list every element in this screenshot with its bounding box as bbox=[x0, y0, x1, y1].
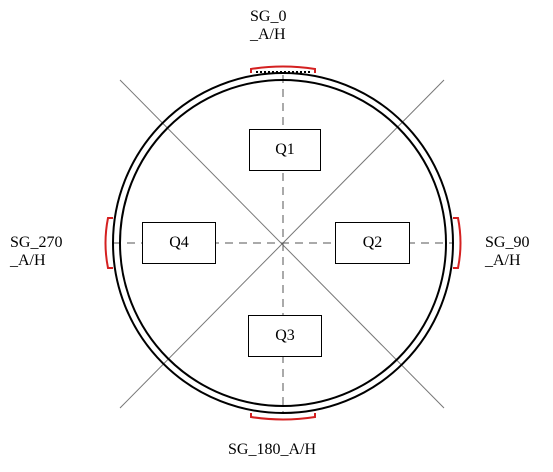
quadrant-box-q1: Q1 bbox=[249, 129, 321, 171]
gauge-label-bottom: SG_180_A/H bbox=[228, 441, 316, 459]
gauge-label-right-line1: SG_90 bbox=[485, 234, 530, 251]
inner-circle bbox=[119, 79, 447, 407]
quadrant-box-q4: Q4 bbox=[142, 222, 216, 264]
quadrant-label-q4: Q4 bbox=[169, 234, 189, 251]
gauge-label-left-line2: _A/H bbox=[10, 252, 46, 269]
gauge-label-bottom-line1: SG_180_A/H bbox=[228, 441, 317, 458]
gauge-label-left: SG_270 _A/H bbox=[10, 234, 62, 270]
gauge-marker-bottom bbox=[250, 413, 316, 421]
quadrant-label-q3: Q3 bbox=[275, 327, 295, 344]
gauge-label-top-line1: SG_0 bbox=[250, 8, 287, 25]
outer-circle bbox=[112, 72, 454, 414]
gauge-label-right-line2: _A/H bbox=[485, 252, 521, 269]
quadrant-box-q3: Q3 bbox=[248, 315, 322, 357]
gauge-label-right: SG_90 _A/H bbox=[485, 234, 529, 270]
gauge-label-top-line2: _A/H bbox=[250, 26, 286, 43]
quadrant-label-q2: Q2 bbox=[362, 234, 383, 251]
gauge-marker-top bbox=[250, 65, 316, 73]
quadrant-box-q2: Q2 bbox=[335, 222, 410, 264]
gauge-marker-left bbox=[104, 217, 113, 269]
gauge-label-left-line1: SG_270 bbox=[10, 234, 63, 251]
gauge-marker-right bbox=[453, 217, 462, 269]
diagonal-line-ne-sw bbox=[119, 79, 445, 409]
gauge-label-top: SG_0 _A/H bbox=[250, 8, 286, 44]
quadrant-label-q1: Q1 bbox=[275, 141, 295, 158]
